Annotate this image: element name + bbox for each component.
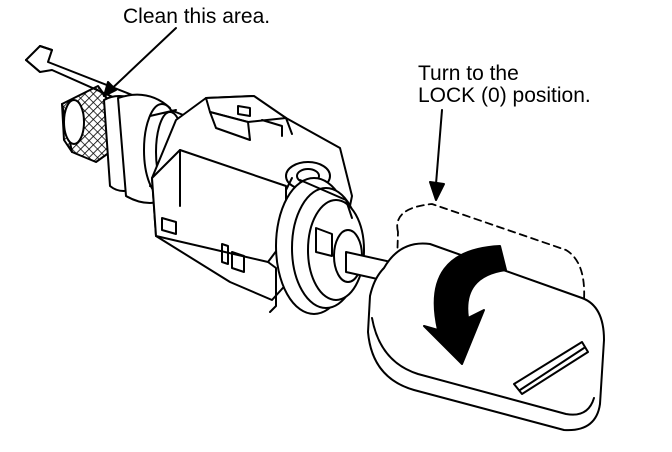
lock-position-label: Turn to the LOCK (0) position.	[418, 63, 591, 107]
key-head	[367, 242, 605, 432]
knurled-end	[61, 85, 111, 163]
clean-area-leader	[103, 27, 177, 97]
lock-position-label-line2: LOCK (0) position.	[418, 84, 591, 107]
lock-position-label-line1: Turn to the	[418, 62, 519, 85]
clean-area-label: Clean this area.	[123, 5, 271, 28]
lock-position-leader	[429, 109, 445, 201]
rotation-arrow-icon	[423, 245, 507, 365]
